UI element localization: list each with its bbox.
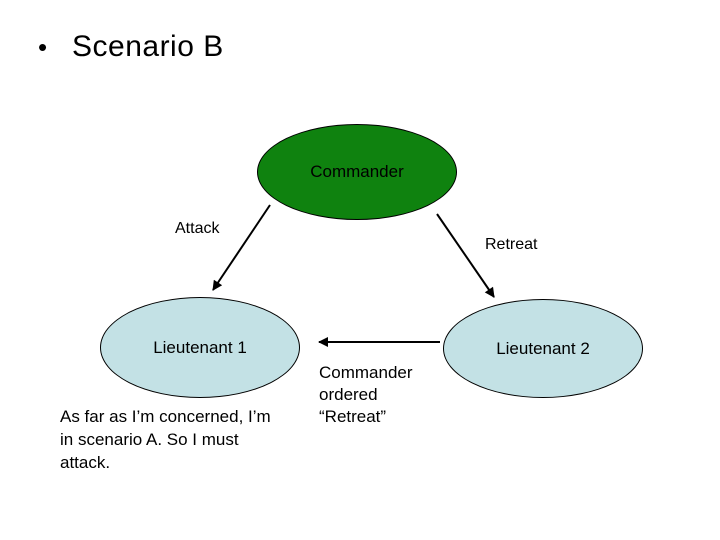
node-commander-label: Commander xyxy=(310,162,404,181)
thought-line-3: attack. xyxy=(60,453,111,472)
thought-line-1: As far as I’m concerned, I’m xyxy=(60,407,271,426)
callout-line-3: “Retreat” xyxy=(319,407,387,426)
order-callout-text: Commander ordered “Retreat” xyxy=(319,362,413,428)
attack-arrow xyxy=(212,204,271,291)
callout-line-1: Commander xyxy=(319,363,413,382)
node-lieutenant1: Lieutenant 1 xyxy=(100,297,300,398)
slide-title-row: • Scenario B xyxy=(38,28,224,66)
page-title: Scenario B xyxy=(72,30,224,63)
lieutenant1-thought-text: As far as I’m concerned, I’m in scenario… xyxy=(60,405,271,474)
thought-line-2: in scenario A. So I must xyxy=(60,430,239,449)
attack-edge-label: Attack xyxy=(175,220,220,237)
callout-line-2: ordered xyxy=(319,385,378,404)
node-lieutenant2-label: Lieutenant 2 xyxy=(496,338,590,358)
node-commander: Commander xyxy=(257,124,457,220)
node-lieutenant1-label: Lieutenant 1 xyxy=(153,337,247,357)
retreat-arrow xyxy=(436,213,495,298)
node-lieutenant2: Lieutenant 2 xyxy=(443,299,643,398)
retreat-edge-label: Retreat xyxy=(485,236,538,253)
bullet-marker: • xyxy=(38,32,48,62)
